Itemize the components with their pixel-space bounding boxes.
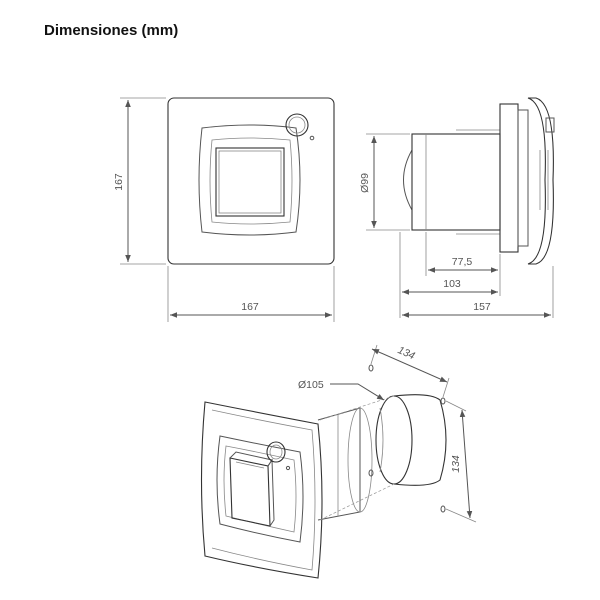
front-button-inner bbox=[218, 150, 282, 214]
front-plate-outline bbox=[167, 97, 335, 265]
iso-pipe-ring-body bbox=[393, 394, 447, 486]
front-height-label: 167 bbox=[113, 173, 125, 191]
front-width-label: 167 bbox=[241, 301, 259, 313]
side-view bbox=[403, 97, 555, 265]
front-width-dimension: 167 bbox=[167, 266, 335, 322]
front-plate-bezel bbox=[198, 124, 301, 236]
indicator-dot-icon bbox=[309, 135, 315, 141]
iso-diameter-label: Ø105 bbox=[298, 379, 324, 391]
pilot-light-inner bbox=[288, 116, 306, 134]
side-diameter-label: Ø99 bbox=[359, 173, 371, 193]
side-diameter-dimension: Ø99 bbox=[359, 133, 410, 231]
isometric-view bbox=[200, 364, 447, 579]
side-depth-103-label: 103 bbox=[443, 278, 461, 290]
iso-front-plate bbox=[200, 401, 323, 579]
motor-dome bbox=[403, 149, 413, 211]
mount-hole-top-left bbox=[368, 364, 374, 372]
iso-top-spacing-dimension: 134 bbox=[370, 344, 450, 398]
side-depth-157-label: 157 bbox=[473, 301, 491, 313]
front-plate-profile bbox=[527, 97, 554, 265]
pilot-light-icon bbox=[285, 113, 309, 137]
page-title: Dimensiones (mm) bbox=[44, 22, 179, 39]
front-button-square bbox=[215, 147, 285, 217]
flange bbox=[499, 103, 519, 253]
iso-right-spacing-dimension: 134 bbox=[445, 400, 477, 523]
iso-button bbox=[229, 457, 271, 527]
mount-hole-top-right bbox=[440, 397, 446, 405]
front-view bbox=[167, 97, 335, 265]
mount-hole-bottom-right bbox=[440, 505, 446, 513]
iso-top-spacing-label: 134 bbox=[396, 344, 417, 362]
duct-body bbox=[411, 133, 501, 231]
side-depth-77-label: 77,5 bbox=[452, 256, 473, 268]
mount-hole-bottom-left bbox=[368, 469, 374, 477]
pilot-knob-profile bbox=[545, 117, 555, 133]
iso-pilot-light-icon bbox=[266, 441, 286, 463]
front-plate-inner-bezel bbox=[209, 137, 293, 225]
iso-pipe-ring-front bbox=[375, 395, 413, 485]
iso-duct-body bbox=[317, 407, 361, 521]
iso-diameter-dimension: Ø105 bbox=[298, 379, 385, 401]
side-depth-dimensions: 77,5 103 157 bbox=[399, 232, 554, 318]
iso-bezel bbox=[216, 435, 304, 543]
front-height-dimension: 167 bbox=[113, 97, 166, 265]
iso-right-spacing-label: 134 bbox=[450, 455, 462, 473]
iso-indicator-dot-icon bbox=[285, 465, 291, 471]
